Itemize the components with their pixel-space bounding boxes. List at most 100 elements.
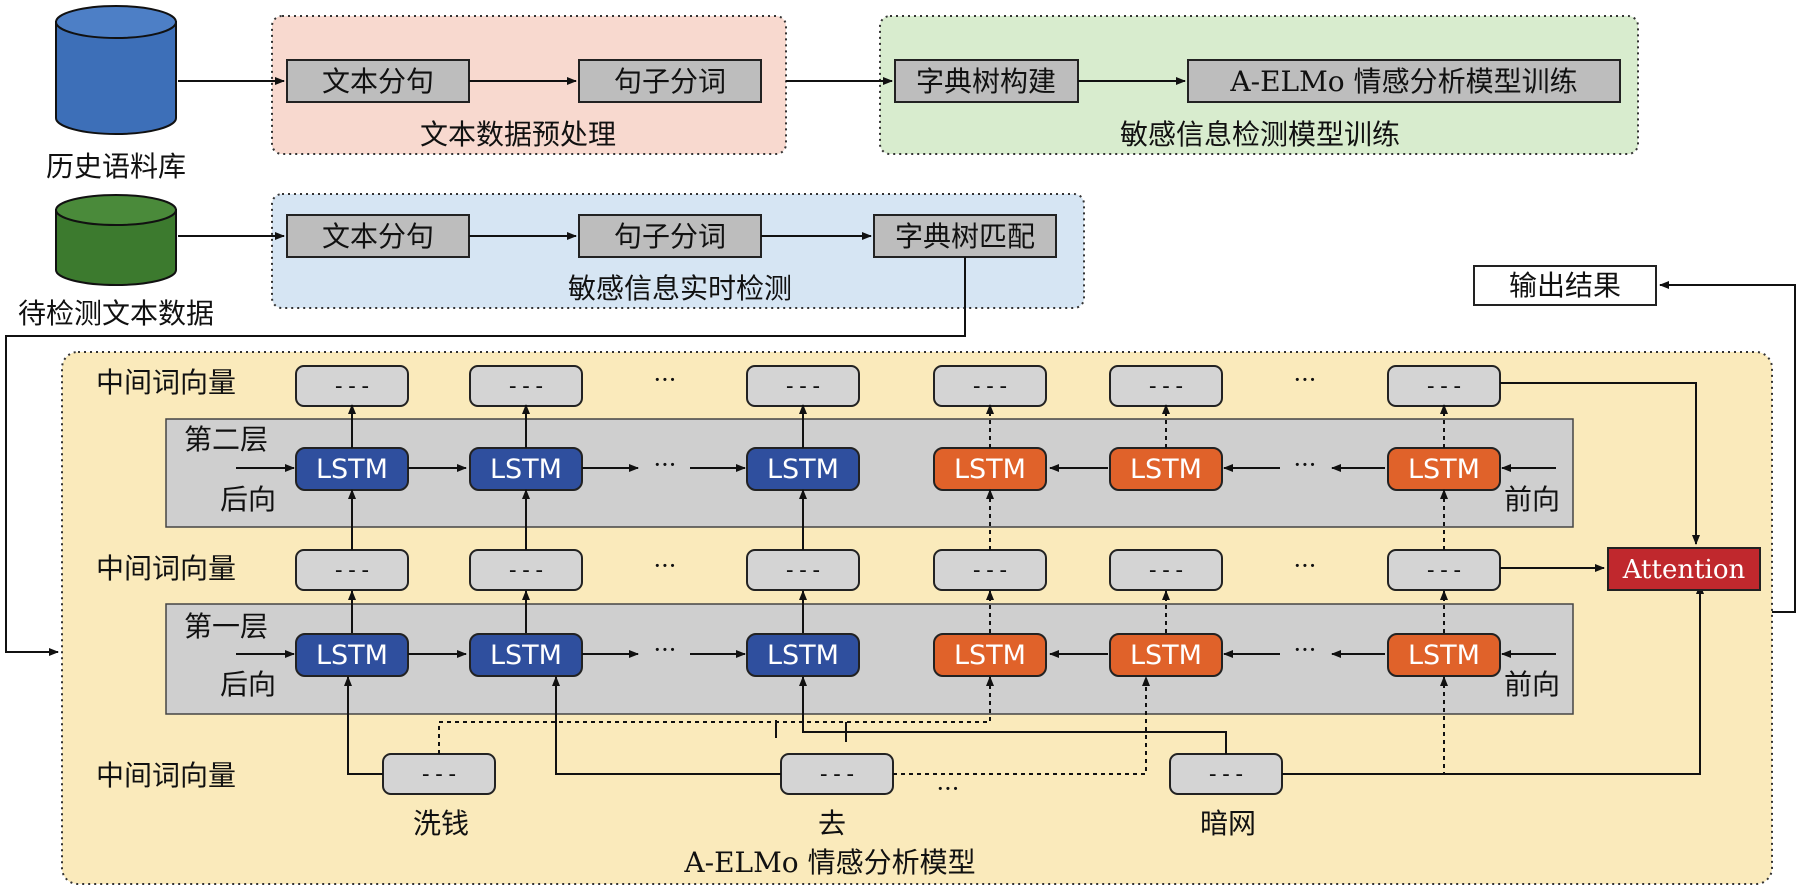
layer1-backward-label: 后向 [220,668,276,701]
svg-text:LSTM: LSTM [490,454,562,485]
svg-text:---: --- [506,558,546,583]
lstm-l2-forward-4: LSTM [933,447,1047,491]
attention-label: Attention [1622,555,1746,585]
pending-text-label: 待检测文本数据 [18,297,214,330]
ellipsis-mid-left: ··· [654,552,677,580]
svg-text:---: --- [970,558,1010,583]
lstm-l2-backward-1: LSTM [295,447,409,491]
layer2-label: 第二层 [184,423,268,456]
svg-text:---: --- [1146,558,1186,583]
svg-text:LSTM: LSTM [767,640,839,671]
training-step2-label: A-ELMo 情感分析模型训练 [1229,65,1577,98]
svg-text:LSTM: LSTM [490,640,562,671]
word-vector-xiqian: --- [382,753,496,795]
word-vector-anwang: --- [1169,753,1283,795]
lstm-l2-forward-5: LSTM [1109,447,1223,491]
lstm-row-layer1: LSTM LSTM LSTM LSTM LSTM LSTM [295,633,1501,677]
ellipsis-top-left: ··· [654,366,677,394]
svg-text:---: --- [506,374,546,399]
word-label-xiqian: 洗钱 [413,807,469,840]
lstm-l1-backward-1: LSTM [295,633,409,677]
realtime-step3-label: 字典树匹配 [895,220,1035,253]
lstm-l2-backward-3: LSTM [746,447,860,491]
layer1-label: 第一层 [184,610,268,643]
vector-mid-1: --- [295,549,409,591]
svg-text:LSTM: LSTM [954,640,1026,671]
training-step1-label: 字典树构建 [916,65,1056,98]
vector-mid-5: --- [1109,549,1223,591]
lstm-vertical-dashed-arrows [986,404,1448,633]
pipeline-arrows [5,77,1796,656]
preprocess-panel [271,15,787,155]
lstm-l1-forward-5: LSTM [1109,633,1223,677]
output-box [1473,265,1657,306]
vector-top-5: --- [1109,365,1223,407]
lstm-l1-backward-2: LSTM [469,633,583,677]
history-corpus-label: 历史语料库 [46,150,186,183]
vector-top-3: --- [746,365,860,407]
layer2-forward-label: 前向 [1504,483,1560,516]
layer2-backward-label: 后向 [220,483,276,516]
layer1-forward-label: 前向 [1504,668,1560,701]
svg-text:---: --- [332,374,372,399]
svg-text:LSTM: LSTM [1130,454,1202,485]
word-label-qu: 去 [818,807,846,840]
realtime-step2-label: 句子分词 [614,220,726,253]
intermediate-vector-label-mid: 中间词向量 [96,552,236,585]
svg-text:LSTM: LSTM [316,454,388,485]
svg-text:LSTM: LSTM [1408,640,1480,671]
ellipsis-layer2-right: ··· [1294,451,1317,479]
lstm-horizontal-arrows [236,464,1556,658]
training-step-aelmo [1187,59,1621,103]
lstm-l2-backward-2: LSTM [469,447,583,491]
vector-mid-2: --- [469,549,583,591]
word-label-anwang: 暗网 [1200,807,1256,840]
ellipsis-layer1-left: ··· [654,636,677,664]
svg-text:---: --- [783,558,823,583]
ellipsis-bottom: ··· [937,775,960,803]
svg-text:---: --- [783,374,823,399]
svg-text:LSTM: LSTM [954,454,1026,485]
word-vector-qu: --- [780,753,894,795]
svg-text:---: --- [970,374,1010,399]
svg-text:---: --- [1424,374,1464,399]
attention-inputs [1500,382,1700,572]
realtime-step-split-sentence [286,214,470,258]
realtime-step-tokenize [578,214,762,258]
svg-text:---: --- [419,762,459,787]
vector-top-1: --- [295,365,409,407]
ellipsis-mid-right: ··· [1294,552,1317,580]
ellipsis-layer1-right: ··· [1294,636,1317,664]
ellipsis-top-right: ··· [1294,366,1317,394]
vector-row-mid: --- --- --- --- --- --- [295,549,1501,591]
svg-text:LSTM: LSTM [316,640,388,671]
svg-text:---: --- [332,558,372,583]
realtime-title: 敏感信息实时检测 [568,272,792,305]
realtime-step1-label: 文本分句 [322,220,434,253]
preprocess-step-tokenize [578,59,762,103]
svg-text:---: --- [817,762,857,787]
vector-top-2: --- [469,365,583,407]
output-label: 输出结果 [1509,269,1621,302]
training-title: 敏感信息检测模型训练 [1120,118,1400,151]
svg-text:---: --- [1424,558,1464,583]
preprocess-step1-label: 文本分句 [322,65,434,98]
vector-row-top: --- --- --- --- --- --- [295,365,1501,407]
model-title: A-ELMo 情感分析模型 [683,846,975,879]
pending-text-cylinder-icon [55,194,177,286]
svg-text:LSTM: LSTM [767,454,839,485]
training-step-build-trie [894,59,1079,103]
svg-text:---: --- [1146,374,1186,399]
lstm-vertical-arrows [348,404,807,633]
ellipsis-layer2-left: ··· [654,451,677,479]
svg-text:LSTM: LSTM [1130,640,1202,671]
lstm-l1-backward-3: LSTM [746,633,860,677]
vector-mid-3: --- [746,549,860,591]
preprocess-title: 文本数据预处理 [420,118,616,151]
preprocess-step2-label: 句子分词 [614,65,726,98]
attention-box [1607,547,1761,591]
svg-text:LSTM: LSTM [1408,454,1480,485]
lstm-l1-forward-6: LSTM [1387,633,1501,677]
lstm-l2-forward-6: LSTM [1387,447,1501,491]
lstm-l1-forward-4: LSTM [933,633,1047,677]
